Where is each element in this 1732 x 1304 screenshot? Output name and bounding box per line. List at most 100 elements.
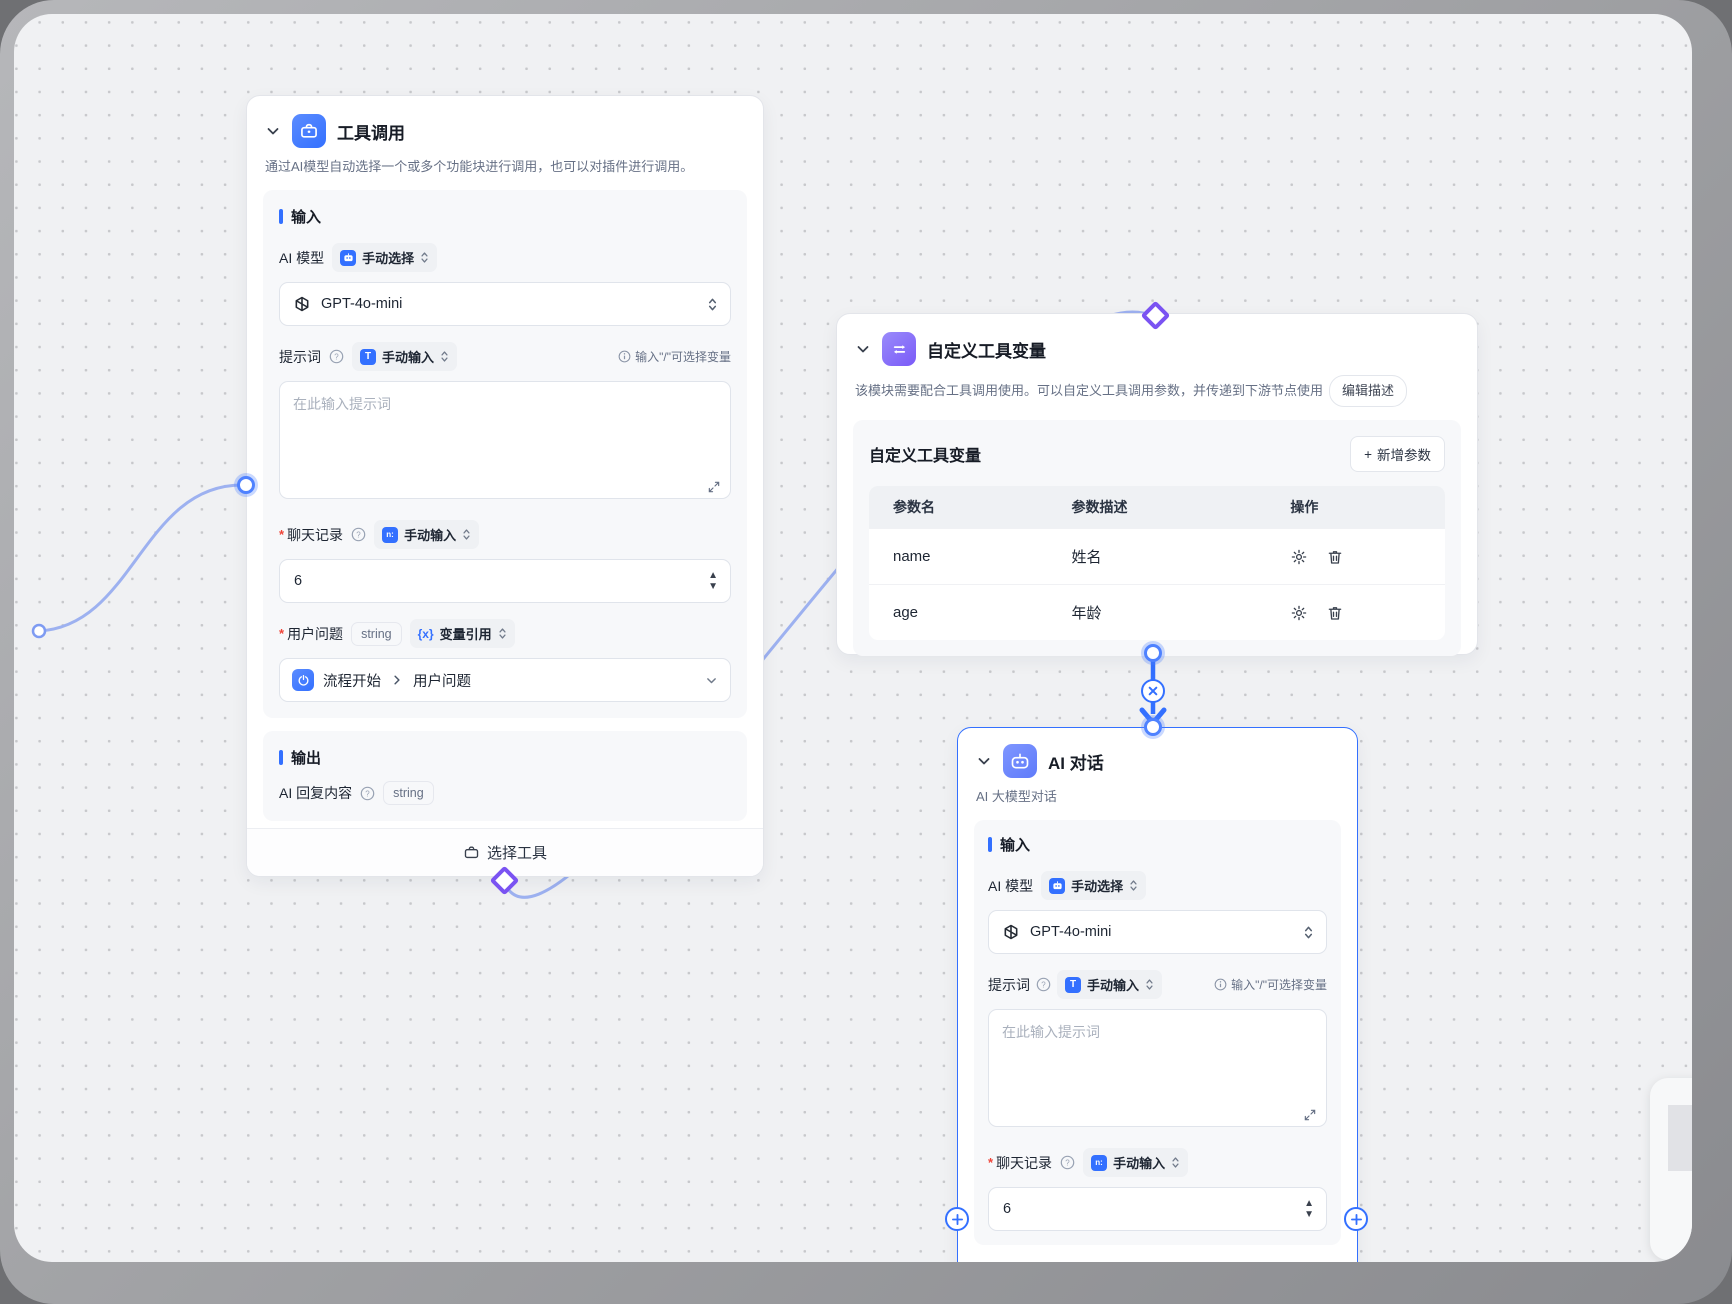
trash-icon[interactable] bbox=[1326, 548, 1344, 566]
info-icon bbox=[1214, 978, 1227, 991]
section-bar bbox=[279, 750, 283, 766]
gear-icon[interactable] bbox=[1290, 548, 1308, 566]
updown-chevron-icon bbox=[1304, 926, 1313, 939]
add-parameter-label: 新增参数 bbox=[1377, 448, 1431, 464]
custom-var-panel: 自定义工具变量 + 新增参数 参数名 参数描述 操作 name 姓名 bbox=[853, 420, 1461, 657]
svg-text:?: ? bbox=[356, 530, 361, 539]
history-mode-badge[interactable]: n: 手动输入 bbox=[1083, 1148, 1189, 1178]
tool-call-output-panel: 输出 AI 回复内容 ? string bbox=[263, 731, 747, 822]
robot-icon bbox=[340, 249, 357, 266]
stepper-down-icon[interactable]: ▼ bbox=[708, 580, 718, 592]
openai-icon bbox=[295, 296, 309, 312]
model-mode-badge[interactable]: 手动选择 bbox=[1041, 871, 1147, 901]
model-mode-label: 手动选择 bbox=[1071, 879, 1124, 895]
history-number-field: ▲ ▼ bbox=[988, 1187, 1327, 1232]
ref-node-name: 流程开始 bbox=[323, 673, 381, 690]
gear-icon[interactable] bbox=[1290, 604, 1308, 622]
input-section-title: 输入 bbox=[1000, 837, 1031, 855]
updown-chevron-icon bbox=[1172, 1157, 1179, 1168]
param-name: age bbox=[893, 604, 919, 622]
prompt-variable-hint: 输入"/"可选择变量 bbox=[1214, 976, 1327, 993]
flow-start-icon bbox=[292, 669, 314, 692]
stepper-up-icon[interactable]: ▲ bbox=[1304, 1197, 1314, 1209]
stepper-up-icon[interactable]: ▲ bbox=[708, 569, 718, 581]
help-icon[interactable]: ? bbox=[329, 349, 344, 364]
model-mode-label: 手动选择 bbox=[362, 251, 415, 267]
prompt-textarea[interactable] bbox=[279, 381, 731, 500]
prompt-mode-badge[interactable]: T 手动输入 bbox=[352, 342, 458, 372]
node-description: 该模块需要配合工具调用使用。可以自定义工具调用参数，并传递到下游节点使用 bbox=[855, 383, 1324, 398]
question-mode-label: 变量引用 bbox=[439, 627, 492, 643]
question-ref-select[interactable]: 流程开始 用户问题 bbox=[279, 658, 731, 703]
help-icon[interactable]: ? bbox=[351, 527, 366, 542]
section-bar bbox=[988, 837, 992, 853]
question-type-badge: string bbox=[351, 621, 402, 646]
disconnect-x-icon[interactable] bbox=[1141, 679, 1165, 703]
edit-description-button[interactable]: 编辑描述 bbox=[1329, 375, 1408, 408]
required-mark: * bbox=[279, 527, 285, 543]
svg-text:?: ? bbox=[1041, 980, 1046, 989]
input-section-title: 输入 bbox=[291, 209, 322, 227]
col-param-desc: 参数描述 bbox=[1071, 499, 1128, 516]
node-subtitle: AI 大模型对话 bbox=[976, 789, 1057, 804]
collapse-chevron-icon[interactable] bbox=[855, 341, 871, 357]
add-parameter-button[interactable]: + 新增参数 bbox=[1350, 436, 1445, 473]
ai-chat-left-plus-handle[interactable] bbox=[945, 1207, 969, 1231]
output-label: AI 回复内容 bbox=[279, 785, 353, 802]
model-select[interactable]: GPT-4o-mini bbox=[279, 282, 731, 327]
node-title: AI 对话 bbox=[1048, 753, 1104, 773]
minimap-panel[interactable] bbox=[1650, 1078, 1692, 1260]
prompt-variable-hint: 输入"/"可选择变量 bbox=[618, 348, 731, 365]
output-section-title: 输出 bbox=[291, 750, 322, 768]
updown-chevron-icon bbox=[499, 628, 506, 639]
updown-chevron-icon bbox=[708, 298, 717, 311]
select-tool-label: 选择工具 bbox=[486, 845, 547, 862]
tool-call-left-handle[interactable] bbox=[237, 476, 255, 494]
history-mode-badge[interactable]: n: 手动输入 bbox=[374, 520, 480, 550]
model-select[interactable]: GPT-4o-mini bbox=[988, 910, 1327, 955]
number-stepper[interactable]: ▲ ▼ bbox=[708, 569, 718, 592]
chevron-right-icon bbox=[394, 675, 400, 685]
node-ai-chat[interactable]: AI 对话 AI 大模型对话 输入 AI 模型 手动选择 GPT-4o-mini bbox=[957, 727, 1358, 1262]
flow-canvas[interactable]: 工具调用 通过AI模型自动选择一个或多个功能块进行调用，也可以对插件进行调用。 … bbox=[14, 14, 1692, 1262]
help-icon[interactable]: ? bbox=[360, 786, 375, 801]
updown-chevron-icon bbox=[421, 252, 428, 263]
node-custom-variables[interactable]: 自定义工具变量 该模块需要配合工具调用使用。可以自定义工具调用参数，并传递到下游… bbox=[836, 313, 1478, 657]
model-mode-badge[interactable]: 手动选择 bbox=[332, 243, 438, 273]
table-row: age 年龄 bbox=[869, 584, 1445, 640]
custom-var-desc-row: 该模块需要配合工具调用使用。可以自定义工具调用参数，并传递到下游节点使用 编辑描… bbox=[837, 366, 1477, 408]
collapse-chevron-icon[interactable] bbox=[265, 123, 281, 139]
custom-var-bottom-handle[interactable] bbox=[1144, 644, 1162, 662]
updown-chevron-icon bbox=[1146, 979, 1153, 990]
table-row: name 姓名 bbox=[869, 528, 1445, 584]
stepper-down-icon[interactable]: ▼ bbox=[1304, 1208, 1314, 1220]
expand-icon[interactable] bbox=[707, 480, 721, 494]
panel-title: 自定义工具变量 bbox=[869, 448, 982, 466]
prompt-mode-badge[interactable]: T 手动输入 bbox=[1057, 970, 1163, 1000]
history-label: 聊天记录 bbox=[287, 526, 344, 543]
minimap-viewport bbox=[1668, 1105, 1692, 1171]
parameters-table: 参数名 参数描述 操作 name 姓名 age 年龄 bbox=[869, 486, 1445, 641]
history-number-input[interactable] bbox=[292, 572, 709, 591]
history-number-input[interactable] bbox=[1001, 1200, 1305, 1219]
number-stepper[interactable]: ▲ ▼ bbox=[1304, 1197, 1314, 1220]
expand-icon[interactable] bbox=[1303, 1108, 1317, 1122]
ai-chat-right-plus-handle[interactable] bbox=[1344, 1207, 1368, 1231]
updown-chevron-icon bbox=[1130, 880, 1137, 891]
prompt-textarea[interactable] bbox=[988, 1009, 1327, 1128]
trash-icon[interactable] bbox=[1326, 604, 1344, 622]
collapse-chevron-icon[interactable] bbox=[976, 753, 992, 769]
question-mode-badge[interactable]: {x} 变量引用 bbox=[409, 619, 515, 649]
ai-chat-top-handle[interactable] bbox=[1144, 718, 1162, 736]
col-param-name: 参数名 bbox=[893, 499, 935, 516]
help-icon[interactable]: ? bbox=[1036, 977, 1051, 992]
prompt-label: 提示词 bbox=[279, 348, 321, 365]
required-mark: * bbox=[988, 1155, 994, 1171]
robot-icon bbox=[1049, 877, 1066, 894]
svg-text:?: ? bbox=[334, 352, 339, 361]
node-tool-call[interactable]: 工具调用 通过AI模型自动选择一个或多个功能块进行调用，也可以对插件进行调用。 … bbox=[246, 95, 764, 877]
help-icon[interactable]: ? bbox=[1060, 1155, 1075, 1170]
plus-icon: + bbox=[1364, 446, 1372, 462]
required-mark: * bbox=[279, 626, 285, 642]
